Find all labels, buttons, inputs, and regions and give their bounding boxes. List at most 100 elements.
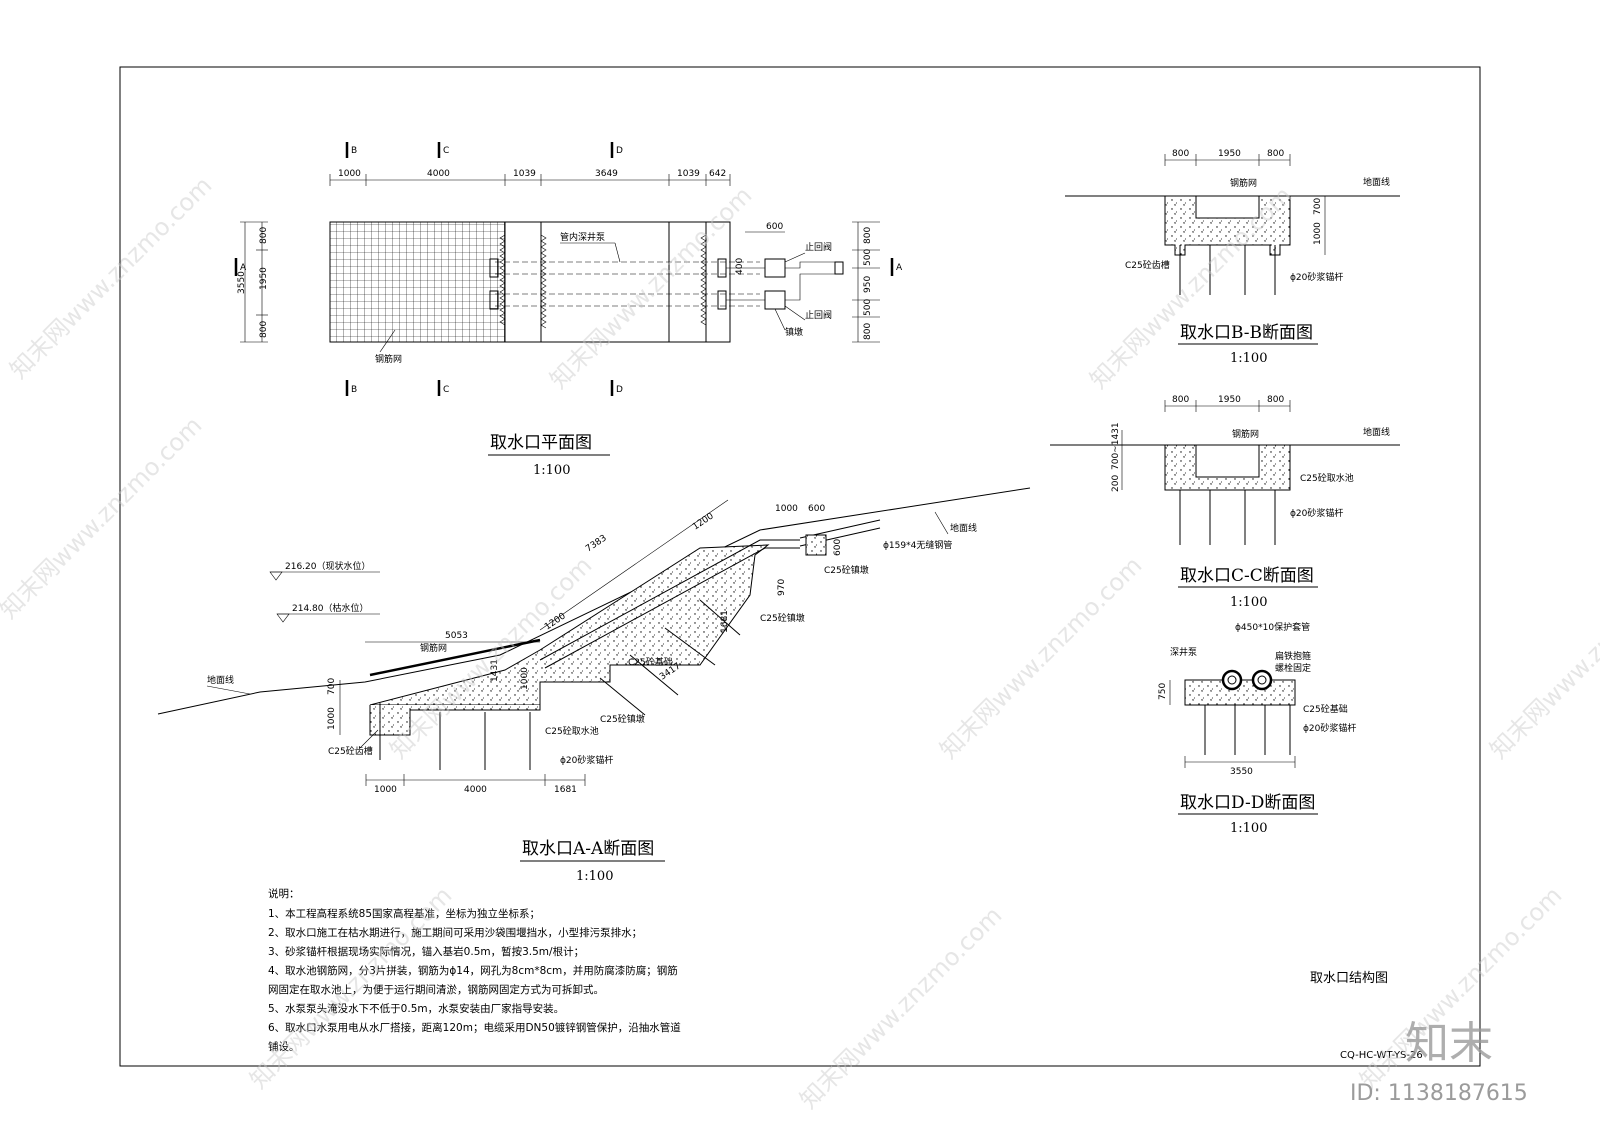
plan-mark-a-right: A <box>896 263 903 273</box>
plan-dim-642: 642 <box>709 169 726 179</box>
plan-dim-3550: 3550 <box>237 271 247 294</box>
aa-title: 取水口A-A断面图 <box>522 839 654 859</box>
aa-label-foundation: C25砼基础 <box>628 656 673 668</box>
aa-label-ground-right: 地面线 <box>950 522 977 534</box>
plan-dim-r-800b: 800 <box>863 323 873 340</box>
aa-dim-1000-mid: 1000 <box>520 667 530 690</box>
watermark-7: 知末网www.znzmo.com <box>1484 551 1600 764</box>
section-bb: 800 1950 800 钢筋网 地面线 700 1000 C25砼齿槽 ϕ20… <box>1065 149 1400 366</box>
plan-label-pump: 管内深井泵 <box>560 231 605 243</box>
aa-dim-1200a: 1200 <box>691 511 716 532</box>
dd-scale: 1:100 <box>1230 821 1267 836</box>
plan-dim-800b: 800 <box>259 321 269 338</box>
cc-dim-700-1431: 700~1431 <box>1111 422 1121 470</box>
dd-dim-750: 750 <box>1158 683 1168 700</box>
aa-dim-700: 700 <box>327 678 337 695</box>
cc-scale: 1:100 <box>1230 595 1267 610</box>
cc-label-pool: C25砼取水池 <box>1300 472 1354 484</box>
cc-title: 取水口C-C断面图 <box>1180 566 1314 586</box>
aa-level-current: 216.20（现状水位） <box>285 560 371 572</box>
cc-dim-1950: 1950 <box>1218 395 1241 405</box>
plan-dim-1950: 1950 <box>259 267 269 290</box>
aa-dim-600-side: 600 <box>833 539 843 556</box>
plan-dim-600: 600 <box>766 222 783 232</box>
plan-label-anchor: 镇墩 <box>785 326 803 338</box>
plan-mark-b-top: B <box>351 146 357 156</box>
aa-dim-5053: 5053 <box>445 631 468 641</box>
plan-dim-3649: 3649 <box>595 169 618 179</box>
bb-label-rod: ϕ20砂浆锚杆 <box>1290 271 1343 283</box>
aa-dim-4000: 4000 <box>464 785 487 795</box>
notes-heading: 说明： <box>268 887 300 900</box>
aa-dim-1431: 1431 <box>490 659 500 682</box>
bb-dim-800a: 800 <box>1172 149 1189 159</box>
bb-label-ground: 地面线 <box>1363 176 1390 188</box>
aa-dim-1000-left: 1000 <box>327 707 337 730</box>
bb-dim-800b: 800 <box>1267 149 1284 159</box>
aa-mesh-line <box>369 638 541 677</box>
notes-line-4: 4、取水池钢筋网，分3片拼装，钢筋为ϕ14，网孔为8cm*8cm，并用防腐漆防腐… <box>268 964 678 977</box>
notes-line-7: 6、取水口水泵用电从水厂搭接，距离120m；电缆采用DN50镀锌钢管保护，沿抽水… <box>268 1021 681 1034</box>
plan-dim-4000: 4000 <box>427 169 450 179</box>
aa-label-anchor-1: C25砼镇墩 <box>600 713 645 725</box>
plan-dim-1039a: 1039 <box>513 169 536 179</box>
aa-dim-1000: 1000 <box>374 785 397 795</box>
cc-dim-800b: 800 <box>1267 395 1284 405</box>
aa-dim-970: 970 <box>777 579 787 596</box>
aa-label-pipe: ϕ159*4无缝钢管 <box>883 539 952 551</box>
bb-dim-1000: 1000 <box>1313 222 1323 245</box>
aa-dim-600-top: 600 <box>808 504 825 514</box>
aa-label-anchor-2: C25砼镇墩 <box>760 612 805 624</box>
aa-label-pool: C25砼取水池 <box>545 725 599 737</box>
aa-dim-1681-side: 1681 <box>720 610 730 633</box>
plan-label-check-valve-2: 止回阀 <box>805 309 832 321</box>
bb-scale: 1:100 <box>1230 351 1267 366</box>
watermark-1: 知末网www.znzmo.com <box>4 171 217 384</box>
notes-line-5: 网固定在取水池上，为便于运行期间清淤，钢筋网固定方式为可拆卸式。 <box>268 983 604 996</box>
watermark-id: ID: 1138187615 <box>1350 1081 1528 1106</box>
aa-ground-line <box>157 487 1031 715</box>
drawing-number: CQ-HC-WT-YS-26 <box>1340 1050 1423 1061</box>
aa-label-ground-left: 地面线 <box>207 674 234 686</box>
plan-label-mesh: 钢筋网 <box>375 353 402 365</box>
notes-line-2: 2、取水口施工在枯水期进行，施工期间可采用沙袋围堰挡水，小型排污泵排水； <box>268 926 642 939</box>
plan-scale: 1:100 <box>533 463 570 478</box>
notes-line-6: 5、水泵泵头淹没水下不低于0.5m，水泵安装由厂家指导安装。 <box>268 1002 564 1015</box>
aa-label-rod: ϕ20砂浆锚杆 <box>560 754 613 766</box>
dd-label-sleeve: ϕ450*10保护套管 <box>1235 621 1310 633</box>
aa-label-tooth: C25砼齿槽 <box>328 745 373 757</box>
plan-dim-r-500b: 500 <box>863 299 873 316</box>
plan-mark-a-left: A <box>240 263 247 273</box>
section-aa: 地面线 地面线 216.20（现状水位） 214.80（枯水位） 1000 40… <box>157 487 1031 884</box>
plan-view: 1000 4000 1039 3649 1039 642 B C D B C D… <box>234 142 903 478</box>
plan-dim-800a: 800 <box>259 227 269 244</box>
notes: 说明： 1、本工程高程系统85国家高程基准，坐标为独立坐标系； 2、取水口施工在… <box>268 887 681 1053</box>
section-cc: 800 1950 800 钢筋网 地面线 200 700~1431 C25砼取水… <box>1050 395 1400 610</box>
aa-label-mesh: 钢筋网 <box>420 642 447 654</box>
watermark-2: 知末网www.znzmo.com <box>544 181 757 394</box>
bb-title: 取水口B-B断面图 <box>1180 323 1313 343</box>
aa-dim-1000-top: 1000 <box>775 504 798 514</box>
dd-label-pump: 深井泵 <box>1170 646 1197 658</box>
bb-dim-700: 700 <box>1313 198 1323 215</box>
aa-dim-7383: 7383 <box>584 533 609 554</box>
aa-level-dry: 214.80（枯水位） <box>292 602 369 614</box>
cc-label-ground: 地面线 <box>1363 426 1390 438</box>
bb-label-mesh: 钢筋网 <box>1230 177 1257 189</box>
watermark-6: 知末网www.znzmo.com <box>934 551 1147 764</box>
cc-label-rod: ϕ20砂浆锚杆 <box>1290 507 1343 519</box>
notes-line-8: 铺设。 <box>268 1040 300 1053</box>
aa-label-anchor-3: C25砼镇墩 <box>824 564 869 576</box>
plan-label-check-valve-1: 止回阀 <box>805 241 832 253</box>
plan-title: 取水口平面图 <box>490 433 592 453</box>
aa-dim-1681: 1681 <box>554 785 577 795</box>
plan-dim-r-500a: 500 <box>863 249 873 266</box>
plan-outline <box>329 221 731 343</box>
plan-dim-r-950: 950 <box>863 276 873 293</box>
plan-mark-d-top: D <box>616 146 623 156</box>
dd-label-hoop: 扁铁抱箍 <box>1275 650 1311 662</box>
dd-label-foundation: C25砼基础 <box>1303 703 1348 715</box>
plan-dim-400: 400 <box>735 258 745 275</box>
plan-dim-r-800a: 800 <box>863 227 873 244</box>
